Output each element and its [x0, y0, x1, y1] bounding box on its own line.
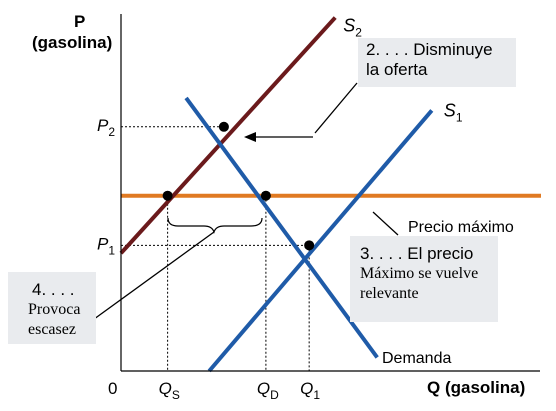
x-tick-label-2: Q1 — [300, 379, 320, 402]
callout-precio-relevante: 3. . . . El precio Máximo se vuelve rele… — [350, 236, 498, 322]
point-0 — [218, 121, 229, 132]
y-axis-letter: P — [74, 12, 86, 31]
y-tick-label-1: P1 — [97, 234, 115, 257]
series-line-demanda — [184, 96, 379, 359]
shortage-brace-shape — [167, 217, 263, 234]
pointer-line-a4 — [89, 231, 215, 323]
series-line-s-1 — [207, 109, 434, 373]
y-tick-label-0: P2 — [97, 116, 115, 139]
shift-arrow-head — [244, 132, 256, 142]
series-label-s1: S1 — [444, 100, 463, 124]
x-tick-label-0: QS — [159, 379, 180, 402]
series-label-demanda: Demanda — [382, 350, 451, 367]
callout-a4-line1: 4. . . . — [32, 280, 75, 299]
x-tick-label-1: QD — [257, 379, 279, 402]
point-3 — [304, 240, 315, 251]
series-label-s2: S2 — [343, 16, 362, 40]
axes — [120, 14, 540, 372]
x-axis-title: Q (gasolina) — [427, 378, 525, 398]
callout-a4-line2: Provoca — [28, 301, 81, 318]
shortage-brace — [167, 217, 263, 234]
callout-a3-line2: Máximo se vuelve — [360, 265, 479, 282]
callout-a3-line3: relevante — [360, 285, 419, 302]
origin-label: 0 — [108, 379, 117, 398]
callout-a2-line1: 2. . . . Disminuye — [366, 40, 493, 59]
y-axis-unit-text: (gasolina) — [32, 33, 113, 52]
y-axis-unit: (gasolina) — [32, 33, 112, 53]
dotted-guides — [121, 126, 310, 371]
callout-provoca-escasez: 4. . . . Provoca escasez — [8, 272, 96, 344]
callout-a2-line2: la oferta — [366, 60, 428, 79]
equilibrium-points — [162, 121, 315, 251]
pointer-line-a2 — [314, 82, 358, 134]
callout-a4-line3: escasez — [28, 321, 76, 338]
point-2 — [260, 190, 271, 201]
pointer-line-a3 — [372, 211, 399, 236]
curves — [119, 16, 541, 373]
series-label-precio-maximo: Precio máximo — [408, 219, 514, 236]
point-1 — [162, 190, 173, 201]
series-line-s-2 — [119, 16, 337, 255]
callout-a3-line1: 3. . . . El precio — [360, 244, 474, 263]
callout-pointers — [89, 82, 399, 323]
callout-disminuye-oferta: 2. . . . Disminuye la oferta — [358, 38, 516, 87]
y-axis-title: P — [74, 12, 85, 32]
x-axis-title-text: Q (gasolina) — [427, 378, 526, 397]
